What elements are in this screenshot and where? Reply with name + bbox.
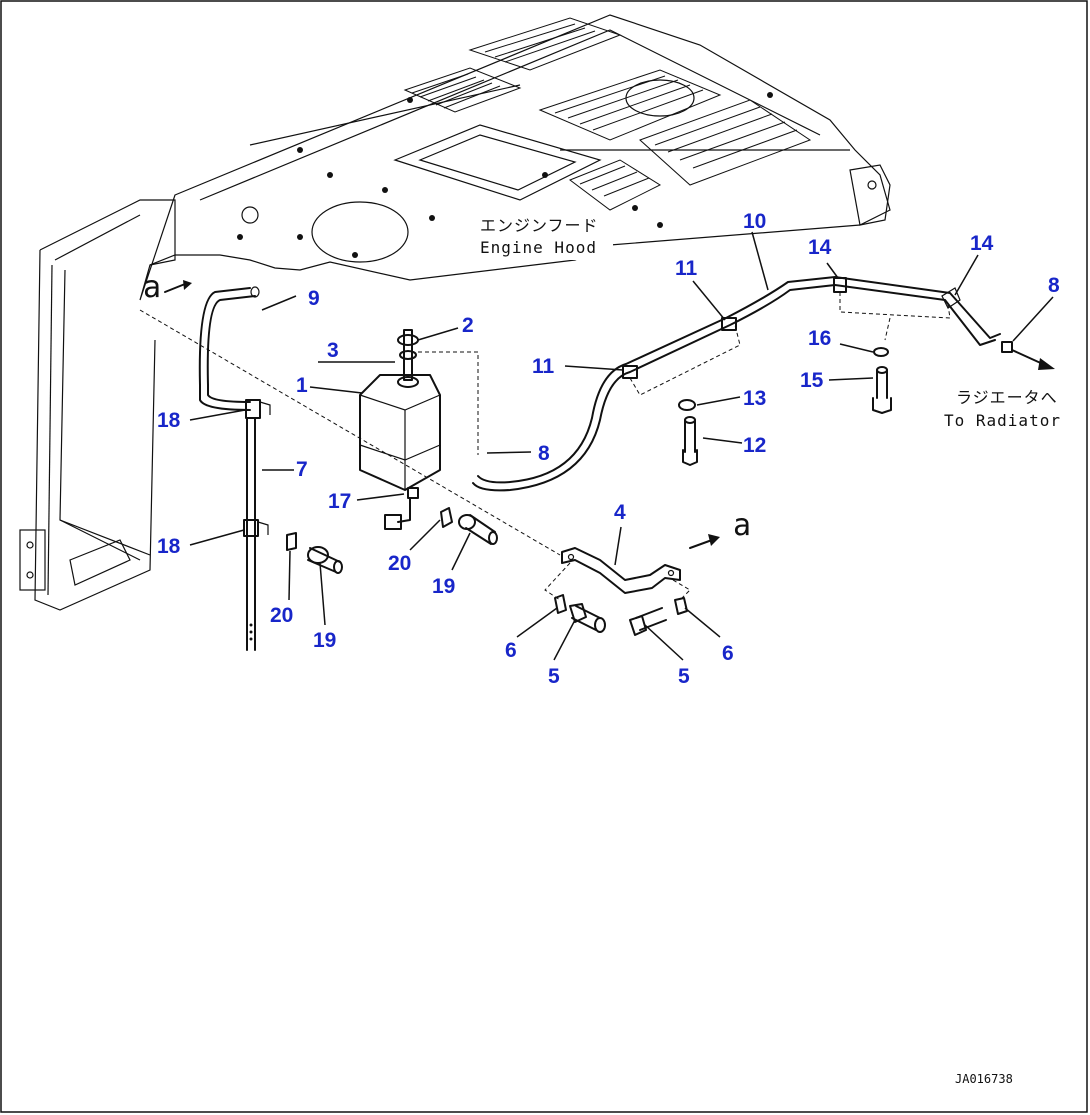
callout-6: 6: [722, 642, 734, 665]
callout-15: 15: [800, 369, 824, 392]
callout-19: 19: [313, 629, 336, 652]
callout-17: 17: [328, 490, 351, 513]
callout-20: 20: [388, 552, 411, 575]
callout-20: 20: [270, 604, 293, 627]
callout-16: 16: [808, 327, 831, 350]
engine-hood-label: エンジンフード Engine Hood: [475, 212, 613, 260]
callout-11: 11: [532, 355, 555, 378]
part-10-hose: [472, 276, 1013, 492]
hardware-right: [678, 347, 892, 466]
part-4-bracket: [544, 547, 691, 636]
callout-3: 3: [327, 339, 339, 362]
leader-lines: [189, 231, 1054, 661]
engine-hood-jp: エンジンフード: [480, 216, 599, 235]
callout-18: 18: [157, 409, 181, 432]
callout-19: 19: [432, 575, 455, 598]
callout-5: 5: [548, 665, 560, 688]
callout-2: 2: [462, 314, 474, 337]
ref-a-label: a: [733, 508, 751, 543]
part-1-tank: [359, 329, 479, 530]
side-frame: [19, 199, 561, 611]
reference-a-right: a: [689, 508, 751, 549]
radiator-en: To Radiator: [944, 411, 1061, 430]
callout-9: 9: [308, 287, 320, 310]
engine-hood-en: Engine Hood: [480, 238, 597, 257]
radiator-label: ラジエータへ To Radiator: [944, 388, 1061, 430]
callout-11: 11: [675, 257, 698, 280]
callout-5: 5: [678, 665, 690, 688]
callout-6: 6: [505, 639, 517, 662]
radiator-jp: ラジエータへ: [956, 388, 1058, 407]
radiator-arrow: [1011, 349, 1055, 370]
reference-a-left: a: [143, 270, 192, 305]
engine-hood: [139, 14, 891, 301]
part-7-hose: [198, 286, 271, 651]
ref-a-label: a: [143, 270, 161, 305]
callout-1: 1: [296, 374, 308, 397]
bolts-left: [286, 507, 498, 574]
callout-8: 8: [1048, 274, 1060, 297]
callout-12: 12: [743, 434, 766, 457]
callout-10: 10: [743, 210, 766, 233]
callouts: 1 2 3 4 5 5 6 6 7 8 8 9 10 11 11 12 13 1…: [157, 210, 1060, 688]
callout-13: 13: [743, 387, 766, 410]
callout-18: 18: [157, 535, 181, 558]
callout-7: 7: [296, 458, 308, 481]
drawing-code: JA016738: [955, 1072, 1013, 1086]
callout-4: 4: [614, 501, 626, 524]
callout-14: 14: [808, 236, 832, 259]
callout-14: 14: [970, 232, 994, 255]
callout-8: 8: [538, 442, 550, 465]
